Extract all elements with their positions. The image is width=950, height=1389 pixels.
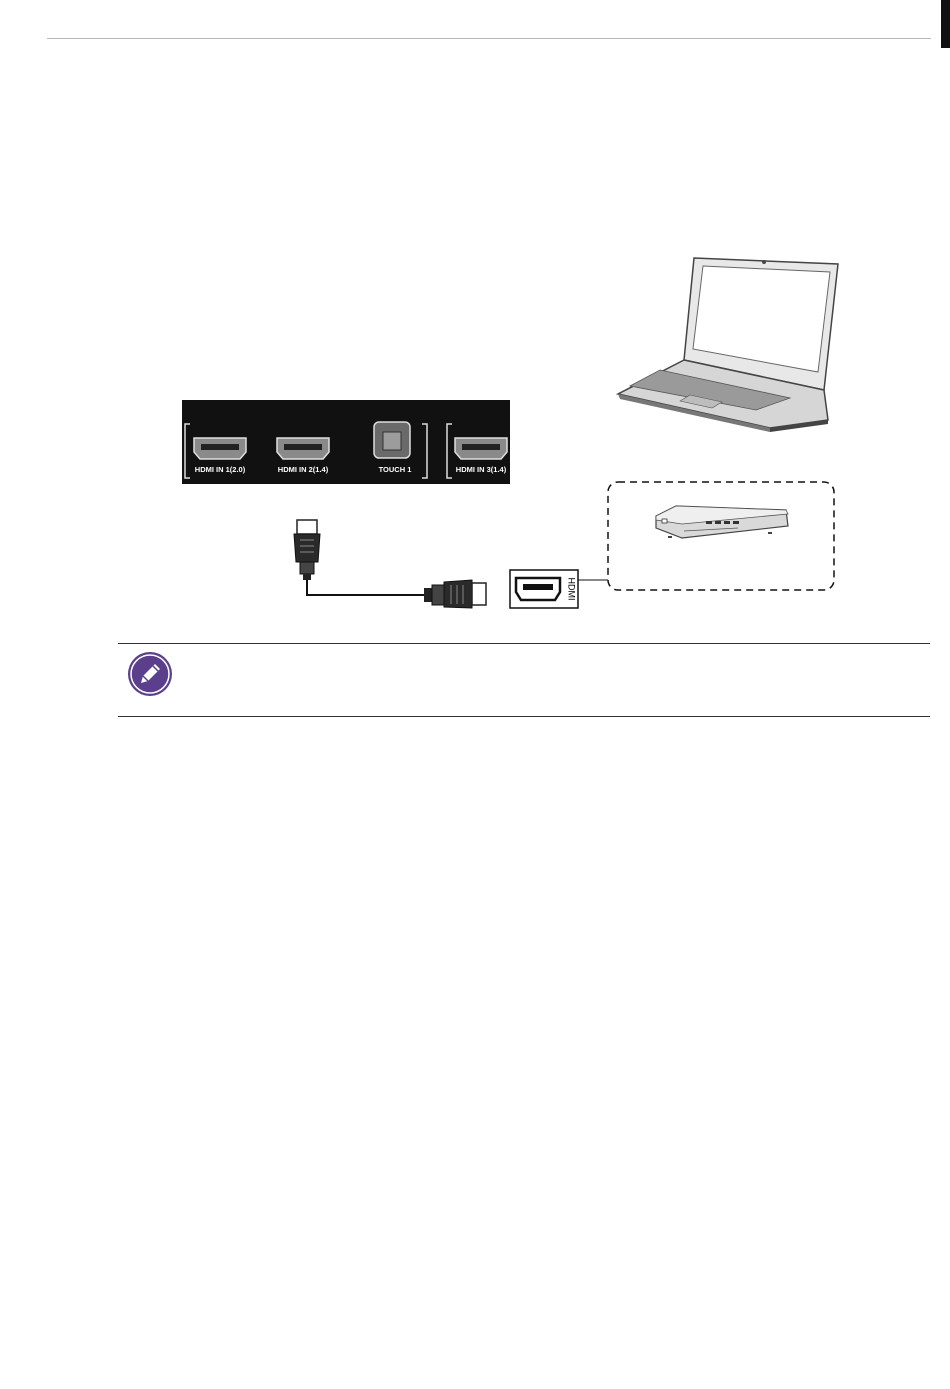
port-label-touch-1: TOUCH 1	[379, 465, 412, 474]
note-top-rule	[118, 643, 930, 644]
source-device-frame	[608, 482, 834, 590]
hdmi-port-label: HDMI	[567, 578, 577, 601]
hdmi-cable-icon	[294, 520, 486, 608]
laptop-icon	[618, 258, 838, 432]
hdmi-port-icon	[455, 438, 507, 459]
hdmi-port-icon	[194, 438, 246, 459]
port-label-hdmi-in-2: HDMI IN 2(1.4)	[278, 465, 329, 474]
note-bottom-rule	[118, 716, 930, 717]
display-io-panel: HDMI IN 1(2.0) HDMI IN 2(1.4) TOUCH 1 HD…	[182, 400, 510, 484]
usb-port-icon	[374, 422, 410, 458]
media-player-icon	[656, 506, 788, 538]
hdmi-port-icon	[277, 438, 329, 459]
pencil-icon	[126, 650, 174, 698]
port-label-hdmi-in-1: HDMI IN 1(2.0)	[195, 465, 246, 474]
device-hdmi-port: HDMI	[510, 570, 608, 608]
connection-diagram: HDMI IN 1(2.0) HDMI IN 2(1.4) TOUCH 1 HD…	[0, 0, 950, 640]
port-label-hdmi-in-3: HDMI IN 3(1.4)	[456, 465, 507, 474]
